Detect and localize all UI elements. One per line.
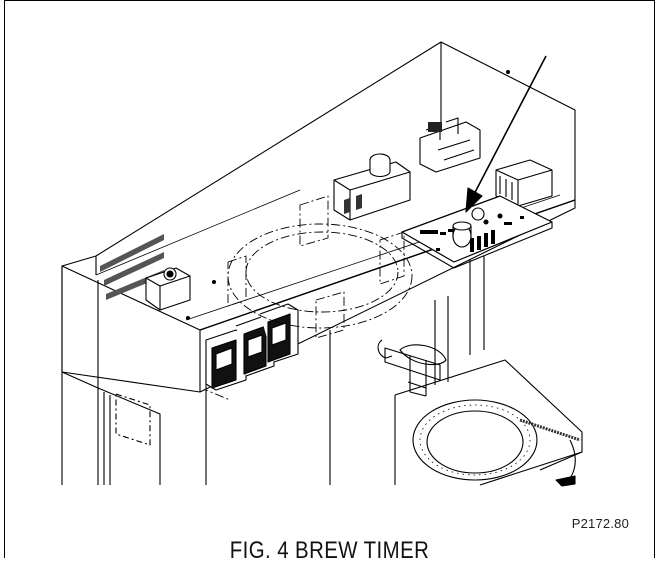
transformer xyxy=(495,159,553,207)
brew-timer-board xyxy=(401,195,553,269)
leader-arrow xyxy=(465,55,547,213)
figure-caption: FIG. 4 BREW TIMER xyxy=(229,537,430,564)
thermostat xyxy=(333,153,411,221)
warmer-platform xyxy=(394,256,583,487)
hidden-tank-outline xyxy=(205,195,413,401)
warmer-plate-dots xyxy=(419,404,531,476)
rocker-switches xyxy=(205,303,299,391)
fasteners xyxy=(186,70,510,320)
terminal-block xyxy=(419,117,481,173)
solenoid-valve xyxy=(145,267,191,311)
funnel-holder xyxy=(377,339,447,397)
drawing-code: P2172.80 xyxy=(571,516,629,531)
